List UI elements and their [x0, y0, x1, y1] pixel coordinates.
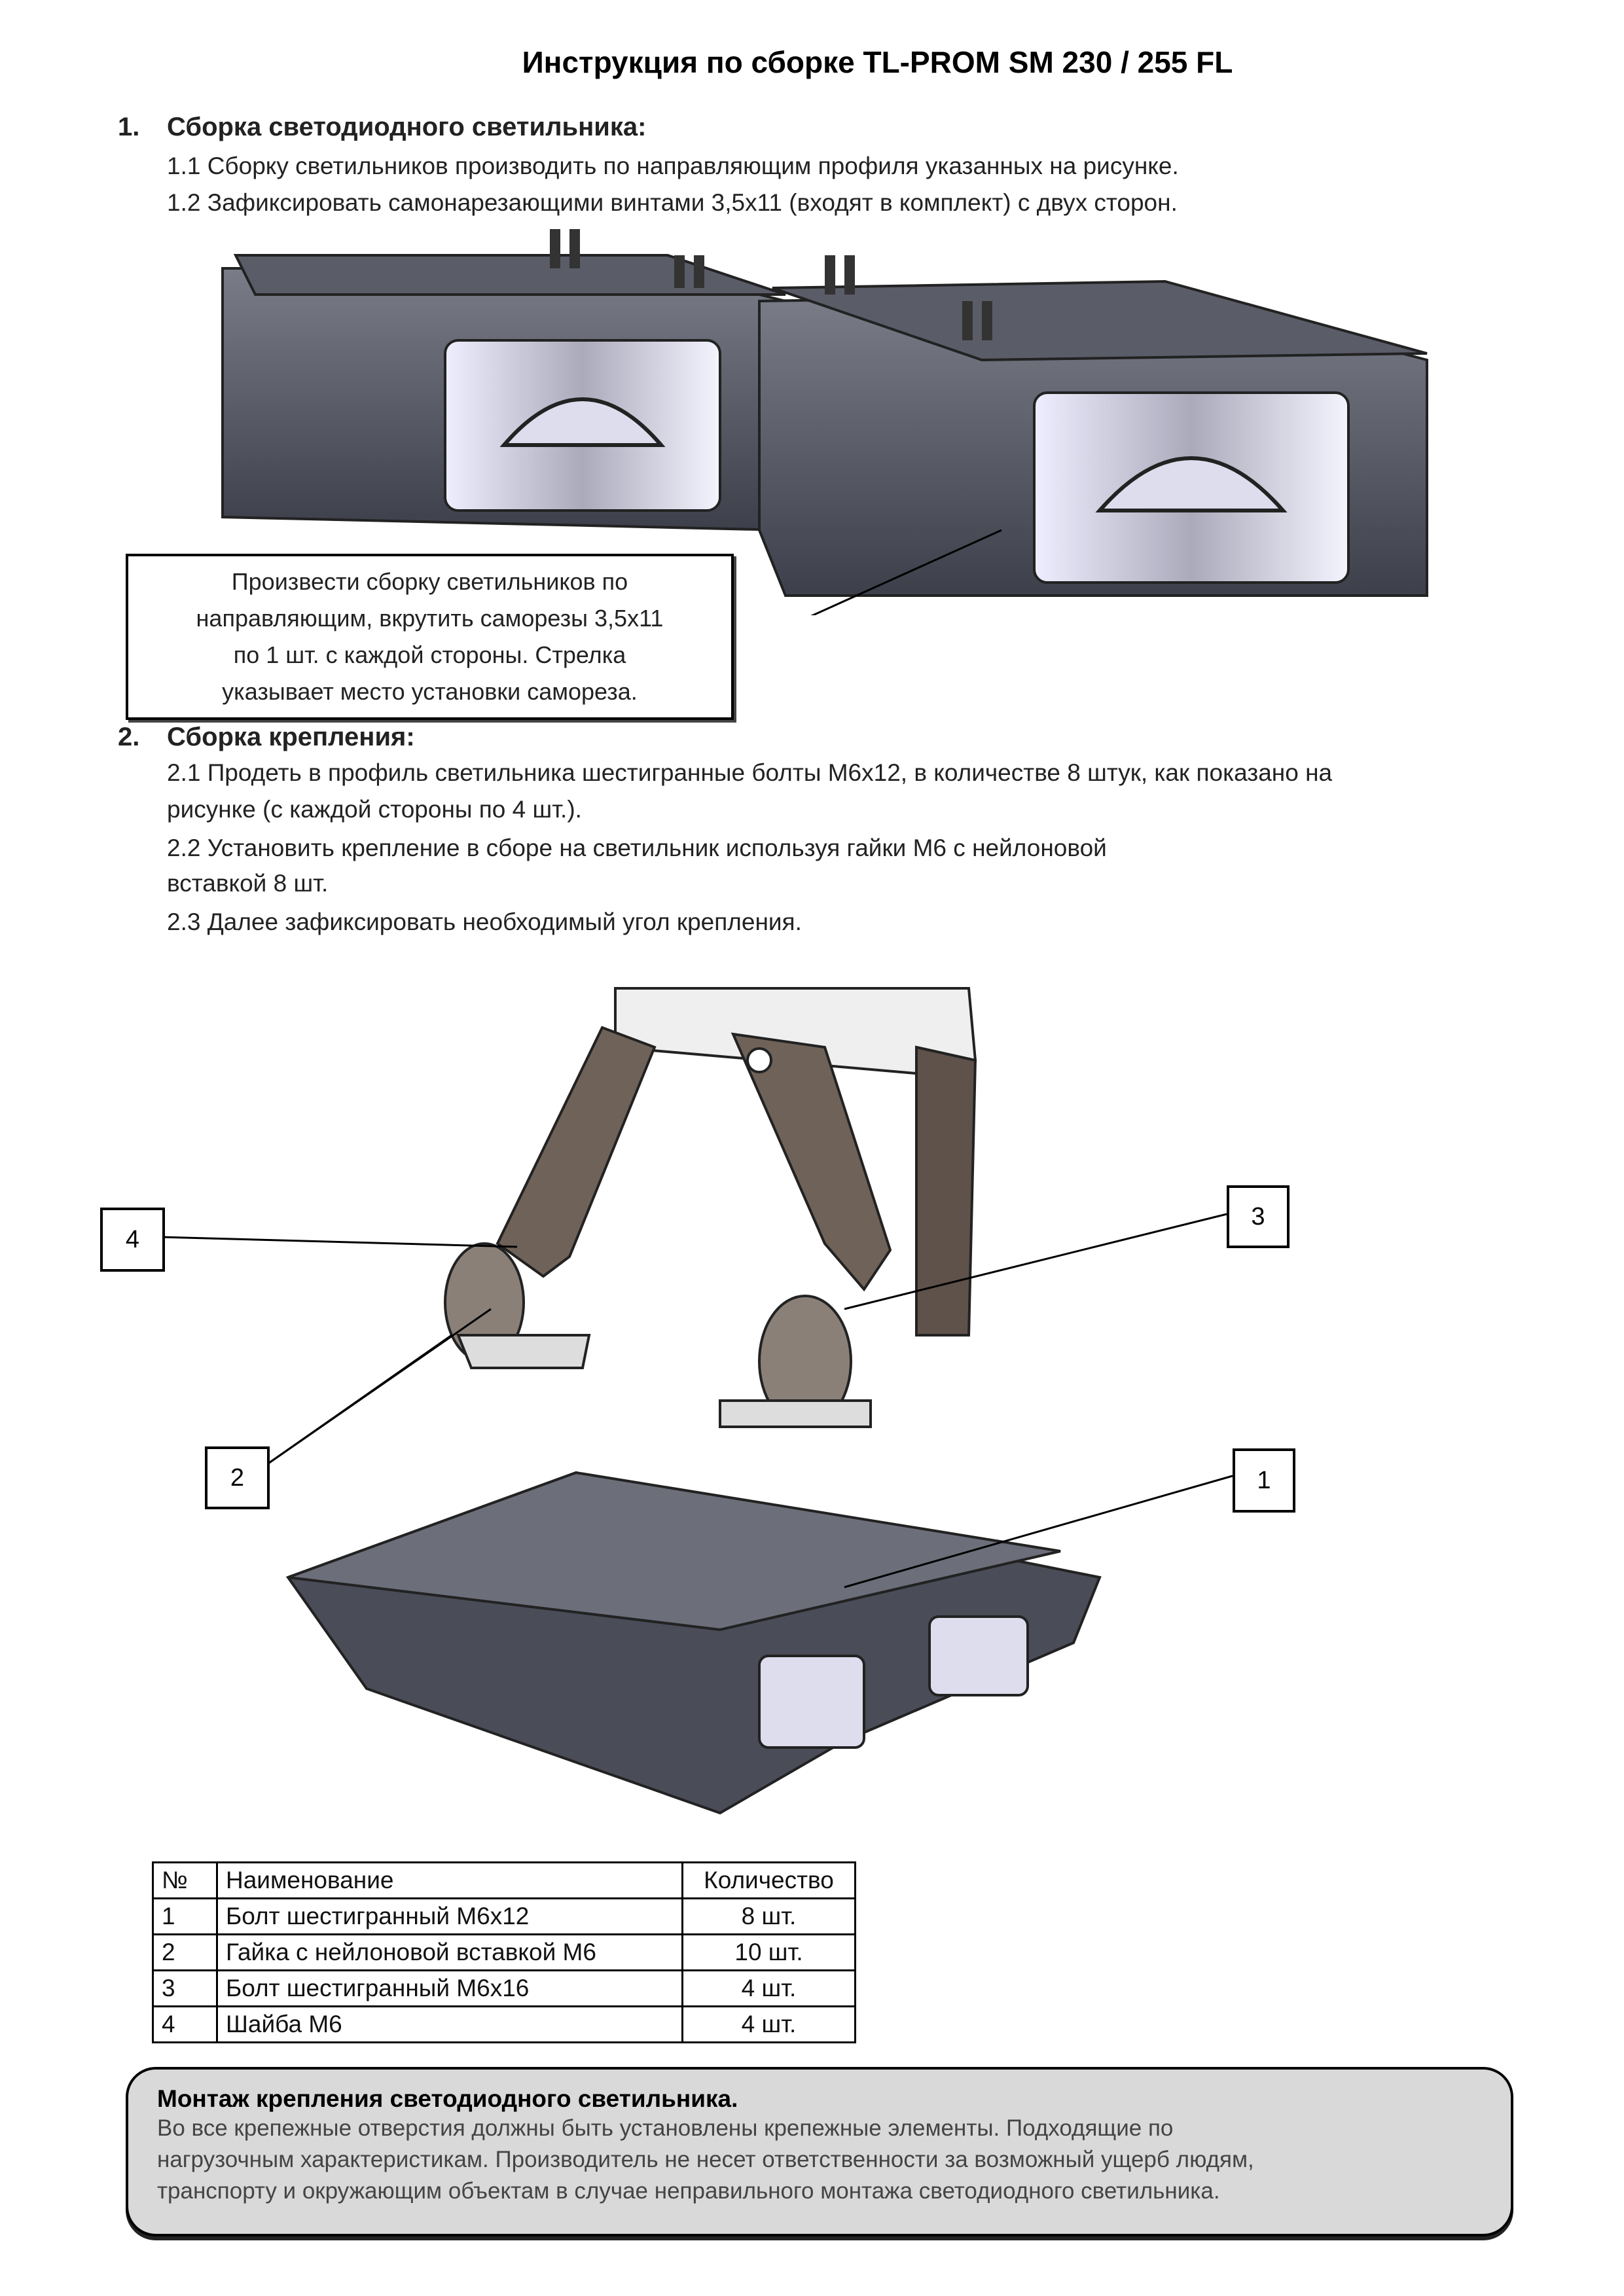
section-2-heading: 2.Сборка крепления: [118, 723, 415, 751]
callout-leader-line [810, 529, 1002, 615]
warning-line: Во все крепежные отверстия должны быть у… [157, 2115, 1174, 2141]
cell-quantity: 8 шт. [681, 1897, 856, 1935]
luminaire-right [758, 279, 1428, 597]
warning-line: нагрузочным характеристикам. Производите… [157, 2147, 1254, 2172]
step-2-1-cont: рисунке (с каждой стороны по 4 шт.). [167, 796, 582, 823]
cable-glands [550, 229, 992, 340]
bracket-mounting-illustration [159, 987, 1233, 1815]
cell-number: 1 [152, 1897, 218, 1935]
warning-title: Монтаж крепления светодиодного светильни… [157, 2085, 738, 2112]
header-name: Наименование [216, 1861, 683, 1899]
luminaire [285, 1471, 1102, 1815]
callout-label-2: 2 [205, 1446, 270, 1509]
section-1-heading: 1.Сборка светодиодного светильника: [118, 113, 647, 141]
step-1-2: 1.2 Зафиксировать самонарезающими винтам… [167, 189, 1178, 216]
callout-label-3: 3 [1227, 1185, 1290, 1248]
mounting-warning-box: Монтаж крепления светодиодного светильни… [126, 2067, 1513, 2236]
table-header-row: № Наименование Количество [152, 1861, 856, 1899]
leader-lines [159, 1213, 1233, 1588]
step-2-2: 2.2 Установить крепление в сборе на свет… [167, 834, 1107, 861]
cell-name: Болт шестигранный М6х12 [216, 1897, 683, 1935]
cell-name: Шайба М6 [216, 2005, 683, 2043]
callout-label-4: 4 [100, 1208, 165, 1272]
callout-line: направляющим, вкрутить саморезы 3,5х11 [196, 605, 664, 632]
header-quantity: Количество [681, 1861, 856, 1899]
document-title: Инструкция по сборке TL-PROM SM 230 / 25… [522, 45, 1233, 79]
callout-label-1: 1 [1233, 1448, 1295, 1513]
mounting-bracket [444, 987, 977, 1428]
cell-number: 4 [152, 2005, 218, 2043]
step-2-2-cont: вставкой 8 шт. [167, 870, 329, 897]
cell-number: 2 [152, 1933, 218, 1971]
cell-quantity: 10 шт. [681, 1933, 856, 1971]
warning-line: транспорту и окружающим объектам в случа… [157, 2178, 1220, 2204]
step-1-1: 1.1 Сборку светильников производить по н… [167, 152, 1179, 179]
callout-line: Произвести сборку светильников по [231, 568, 628, 595]
cell-quantity: 4 шт. [681, 2005, 856, 2043]
luminaire-left [221, 254, 787, 532]
step-2-1: 2.1 Продеть в профиль светильника шестиг… [167, 759, 1333, 786]
callout-line: по 1 шт. с каждой стороны. Стрелка [233, 641, 626, 668]
cell-number: 3 [152, 1969, 218, 2007]
step-2-3: 2.3 Далее зафиксировать необходимый угол… [167, 908, 802, 935]
cell-quantity: 4 шт. [681, 1969, 856, 2007]
cell-name: Гайка с нейлоновой вставкой М6 [216, 1933, 683, 1971]
luminaire-assembly-illustration [221, 229, 1428, 615]
callout-line: указывает место установки самореза. [222, 678, 638, 705]
cell-name: Болт шестигранный М6х16 [216, 1969, 683, 2007]
assembly-callout-box: Произвести сборку светильников по направ… [126, 554, 734, 720]
header-number: № [152, 1861, 218, 1899]
